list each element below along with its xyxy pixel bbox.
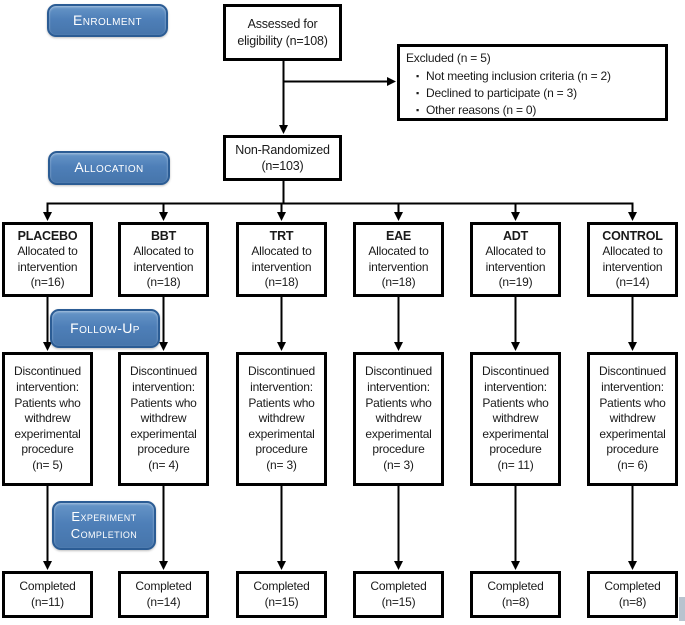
non-randomized-line2: (n=103) (261, 159, 304, 173)
completed-text: Completed (487, 578, 544, 593)
excluded-item: ▪ Not meeting inclusion criteria (n = 2) (406, 68, 611, 85)
allocation-box-control: CONTROL Allocated to intervention (n=14) (587, 222, 678, 297)
discontinued-n: (n= 3) (266, 457, 297, 472)
completed-n: (n=15) (381, 594, 416, 609)
allocation-box-placebo: PLACEBO Allocated to intervention (n=16) (2, 222, 93, 297)
completed-box-adt: Completed (n=8) (470, 571, 561, 618)
arm-name: ADT (502, 228, 529, 243)
allocated-text: Allocated to intervention (368, 244, 429, 274)
non-randomized-line1: Non-Randomized (235, 142, 330, 157)
completed-text: Completed (19, 578, 76, 593)
completed-text: Completed (604, 578, 661, 593)
completed-box-trt: Completed (n=15) (236, 571, 327, 618)
excluded-title: Excluded (n = 5) (406, 51, 491, 65)
bullet-icon: ▪ (416, 70, 419, 81)
discontinued-box-placebo: Discontinued intervention: Patients who … (2, 352, 93, 486)
discontinued-n: (n= 5) (32, 457, 63, 472)
completed-text: Completed (370, 578, 427, 593)
discontinued-text: Discontinued intervention: Patients who … (599, 364, 666, 457)
arm-name: EAE (385, 228, 412, 243)
discontinued-box-control: Discontinued intervention: Patients who … (587, 352, 678, 486)
completed-box-control: Completed (n=8) (587, 571, 678, 618)
excluded-list: ▪ Not meeting inclusion criteria (n = 2)… (406, 68, 611, 120)
arm-name: TRT (269, 228, 294, 243)
discontinued-text: Discontinued intervention: Patients who … (130, 364, 197, 457)
completed-n: (n=14) (146, 594, 181, 609)
allocated-n: (n=14) (615, 275, 650, 290)
allocation-box-adt: ADT Allocated to intervention (n=19) (470, 222, 561, 297)
discontinued-text: Discontinued intervention: Patients who … (365, 364, 432, 457)
arm-name: PLACEBO (17, 228, 78, 243)
discontinued-box-bbt: Discontinued intervention: Patients who … (118, 352, 209, 486)
arm-name: CONTROL (602, 228, 663, 243)
completed-n: (n=11) (31, 594, 64, 609)
stage-label-followup: Follow-Up (50, 309, 160, 348)
allocated-n: (n=16) (30, 275, 65, 290)
discontinued-box-trt: Discontinued intervention: Patients who … (236, 352, 327, 486)
completed-n: (n=15) (264, 594, 299, 609)
allocated-text: Allocated to intervention (133, 244, 194, 274)
edge-artifact (679, 597, 685, 621)
completed-text: Completed (135, 578, 192, 593)
allocated-text: Allocated to intervention (251, 244, 312, 274)
discontinued-text: Discontinued intervention: Patients who … (482, 364, 549, 457)
excluded-item: ▪ Other reasons (n = 0) (406, 102, 611, 119)
stage-label-experiment-completion: Experiment Completion (52, 501, 156, 550)
discontinued-box-adt: Discontinued intervention: Patients who … (470, 352, 561, 486)
assessed-eligibility-box: Assessed for eligibility (n=108) (223, 4, 342, 61)
allocated-n: (n=18) (264, 275, 299, 290)
allocation-box-trt: TRT Allocated to intervention (n=18) (236, 222, 327, 297)
excluded-item: ▪ Declined to participate (n = 3) (406, 85, 611, 102)
discontinued-n: (n= 4) (148, 457, 179, 472)
excluded-box: Excluded (n = 5) ▪ Not meeting inclusion… (397, 44, 668, 121)
allocated-text: Allocated to intervention (602, 244, 663, 274)
arm-name: BBT (150, 228, 177, 243)
completed-n: (n=8) (618, 594, 647, 609)
allocated-text: Allocated to intervention (17, 244, 78, 274)
assessed-line1: Assessed for (247, 17, 318, 32)
completed-box-bbt: Completed (n=14) (118, 571, 209, 618)
stage-label-allocation: Allocation (48, 151, 170, 185)
non-randomized-box: Non-Randomized (n=103) (223, 135, 342, 181)
completed-box-placebo: Completed (n=11) (2, 571, 93, 618)
discontinued-n: (n= 3) (383, 457, 414, 472)
completed-n: (n=8) (501, 594, 530, 609)
bullet-icon: ▪ (416, 87, 419, 98)
allocation-box-bbt: BBT Allocated to intervention (n=18) (118, 222, 209, 297)
bullet-icon: ▪ (416, 105, 419, 116)
allocated-text: Allocated to intervention (485, 244, 546, 274)
completed-text: Completed (253, 578, 310, 593)
discontinued-n: (n= 6) (617, 457, 648, 472)
discontinued-text: Discontinued intervention: Patients who … (14, 364, 81, 457)
allocation-box-eae: EAE Allocated to intervention (n=18) (353, 222, 444, 297)
completed-box-eae: Completed (n=15) (353, 571, 444, 618)
discontinued-box-eae: Discontinued intervention: Patients who … (353, 352, 444, 486)
allocated-n: (n=19) (498, 275, 533, 290)
assessed-line2: eligibility (n=108) (237, 33, 328, 48)
allocated-n: (n=18) (146, 275, 181, 290)
stage-label-enrolment: Enrolment (47, 4, 168, 37)
allocated-n: (n=18) (381, 275, 416, 290)
discontinued-n: (n= 11) (497, 457, 534, 472)
discontinued-text: Discontinued intervention: Patients who … (248, 364, 315, 457)
